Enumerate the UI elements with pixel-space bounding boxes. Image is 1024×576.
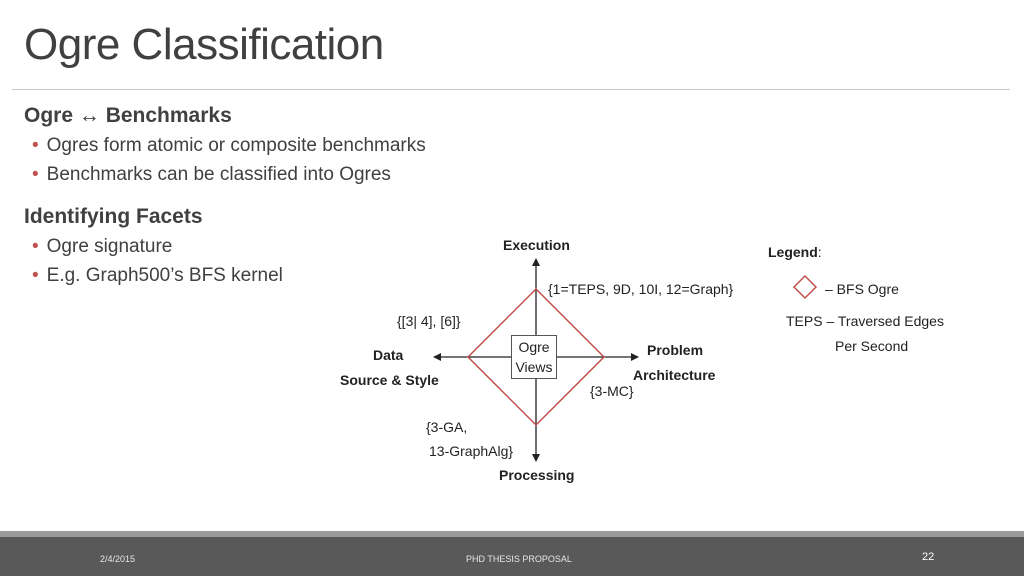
annotation-problem: {3-MC} <box>590 383 634 399</box>
axis-label-source-style: Source & Style <box>340 372 439 388</box>
axis-label-data: Data <box>373 347 404 363</box>
bullet-icon: • <box>32 265 39 286</box>
title-divider <box>12 89 1010 90</box>
legend-title-text: Legend <box>768 244 818 260</box>
annotation-processing-line2: 13-GraphAlg} <box>429 443 514 459</box>
bullet-icon: • <box>32 164 39 185</box>
section2-heading: Identifying Facets <box>24 205 203 228</box>
legend-teps-line2: Per Second <box>835 338 909 354</box>
center-label-line2: Views <box>515 359 553 375</box>
annotation-data: {[3| 4], [6]} <box>397 313 461 329</box>
bullet-text: E.g. Graph500’s BFS kernel <box>46 265 283 286</box>
legend-teps-line1: TEPS – Traversed Edges <box>786 313 944 329</box>
bullet-icon: • <box>32 135 39 156</box>
bullet-icon: • <box>32 236 39 257</box>
bullet-item: • Ogre signature <box>32 236 172 258</box>
annotation-execution: {1=TEPS, 9D, 10I, 12=Graph} <box>548 281 734 297</box>
bullet-text: Benchmarks can be classified into Ogres <box>46 164 391 185</box>
bfs-ogre-diamond <box>466 287 606 427</box>
footer-bar <box>0 537 1024 576</box>
legend-colon: : <box>817 244 822 260</box>
slide-title: Ogre Classification <box>24 20 384 69</box>
bullet-text: Ogre signature <box>46 236 173 257</box>
center-ogre-views-box: Ogre Views <box>511 335 557 379</box>
bullet-item: • E.g. Graph500’s BFS kernel <box>32 265 283 287</box>
section1-heading: Ogre ↔ Benchmarks <box>24 104 232 128</box>
annotation-processing-line1: {3-GA, <box>426 419 468 435</box>
axis-label-execution: Execution <box>503 237 570 253</box>
section1-heading-left: Ogre <box>24 104 74 127</box>
page-number: 22 <box>922 551 935 563</box>
bidirectional-arrow-icon: ↔ <box>78 104 100 127</box>
axis-label-problem: Problem <box>647 342 704 358</box>
bullet-item: • Ogres form atomic or composite benchmar… <box>32 135 426 157</box>
bullet-text: Ogres form atomic or composite benchmark… <box>46 135 426 156</box>
axis-label-architecture: Architecture <box>633 367 716 383</box>
legend-bfs-ogre: – BFS Ogre <box>825 281 899 297</box>
center-label-line1: Ogre <box>518 339 550 355</box>
footer-title: PHD THESIS PROPOSAL <box>466 554 572 564</box>
footer-date: 2/4/2015 <box>100 554 136 564</box>
axis-label-processing: Processing <box>499 467 575 483</box>
bullet-item: • Benchmarks can be classified into Ogres <box>32 164 391 186</box>
section1-heading-right: Benchmarks <box>105 104 232 127</box>
legend-title: Legend: <box>768 244 822 260</box>
legend-diamond-icon <box>792 274 818 300</box>
footer-accent-strip <box>0 531 1024 537</box>
